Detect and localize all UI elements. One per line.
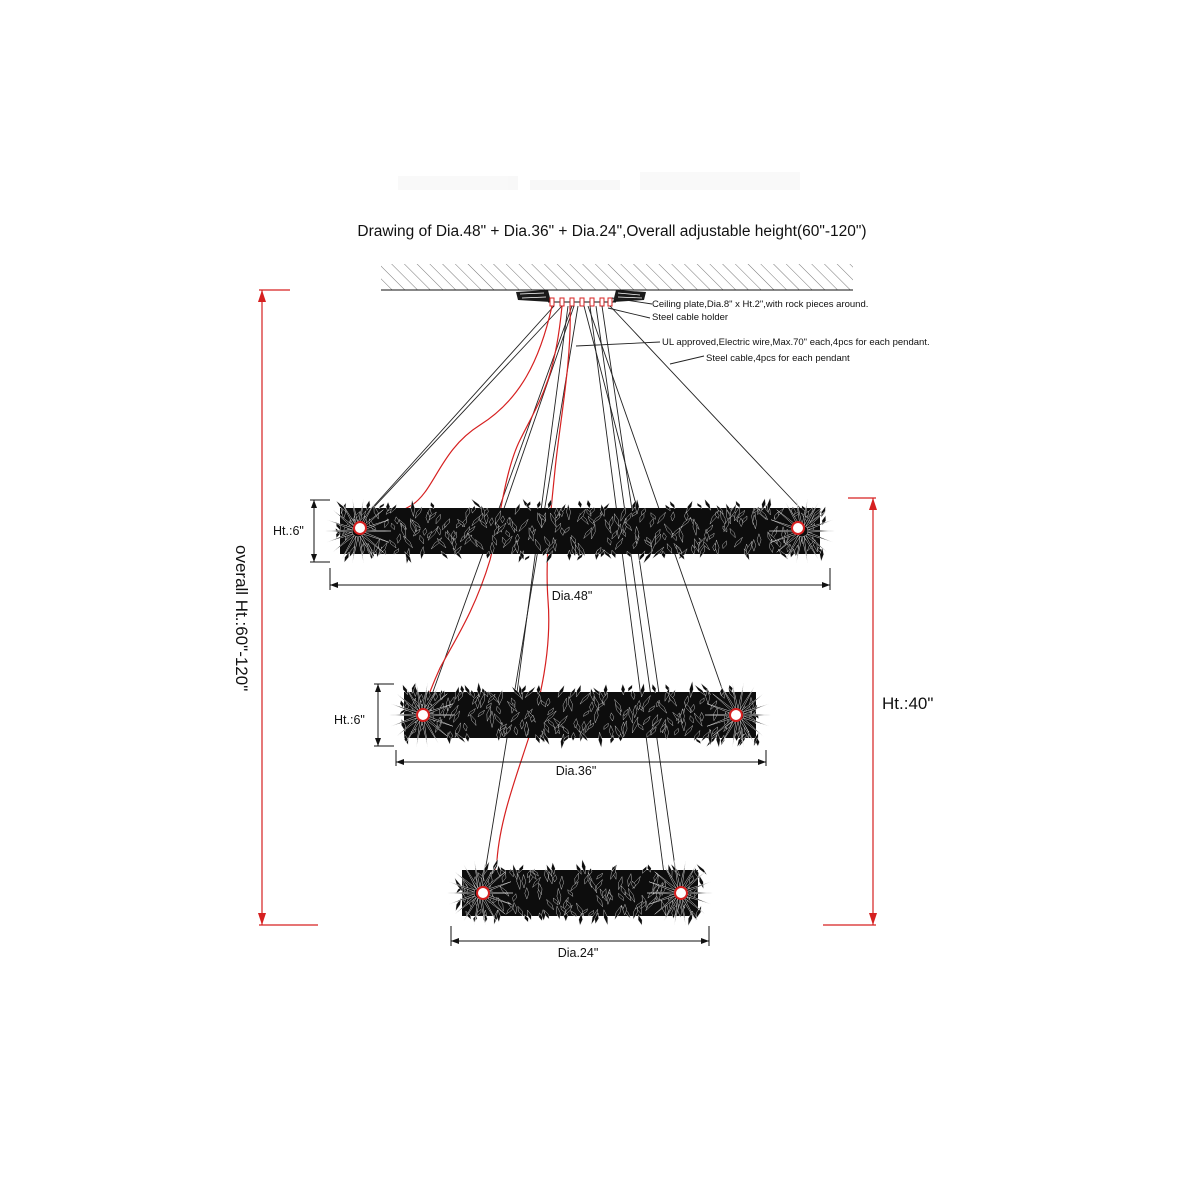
electric-wire-note: UL approved,Electric wire,Max.70" each,4… — [662, 337, 930, 348]
ceiling-plate-note: Ceiling plate,Dia.8" x Ht.2",with rock p… — [652, 299, 868, 310]
faded-header-artifact — [398, 172, 800, 190]
light-sockets — [353, 521, 805, 900]
overall-height-label: overall Ht.:60"-120" — [232, 545, 251, 691]
callout-leaders — [575, 297, 705, 365]
drawing-title: Drawing of Dia.48" + Dia.36" + Dia.24",O… — [357, 223, 866, 240]
ring-mid-height-dimension — [374, 683, 394, 747]
cable-holder-note: Steel cable holder — [652, 312, 728, 323]
ring-large-dia-dimension — [329, 568, 831, 590]
overall-height-dimension — [258, 289, 318, 926]
ring-mid — [388, 680, 772, 750]
ceiling — [381, 264, 853, 291]
tier-height-dimension — [823, 497, 877, 926]
steel-cables — [359, 305, 801, 879]
steel-cable-note: Steel cable,4pcs for each pendant — [706, 353, 850, 364]
ring-large-dia-label: Dia.48" — [552, 589, 593, 603]
tier-height-label: Ht.:40" — [882, 694, 933, 713]
ring-small — [446, 858, 714, 927]
ring-mid-height-label: Ht.:6" — [334, 713, 365, 727]
cable-holders — [549, 297, 613, 307]
ring-small-dia-dimension — [450, 926, 710, 946]
ring-large — [324, 496, 836, 565]
electric-wires — [359, 305, 571, 895]
ring-small-dia-label: Dia.24" — [558, 946, 599, 960]
ring-mid-dia-dimension — [395, 750, 767, 766]
ring-mid-dia-label: Dia.36" — [556, 764, 597, 778]
ring-large-height-label: Ht.:6" — [273, 524, 304, 538]
ring-large-height-dimension — [310, 499, 330, 563]
